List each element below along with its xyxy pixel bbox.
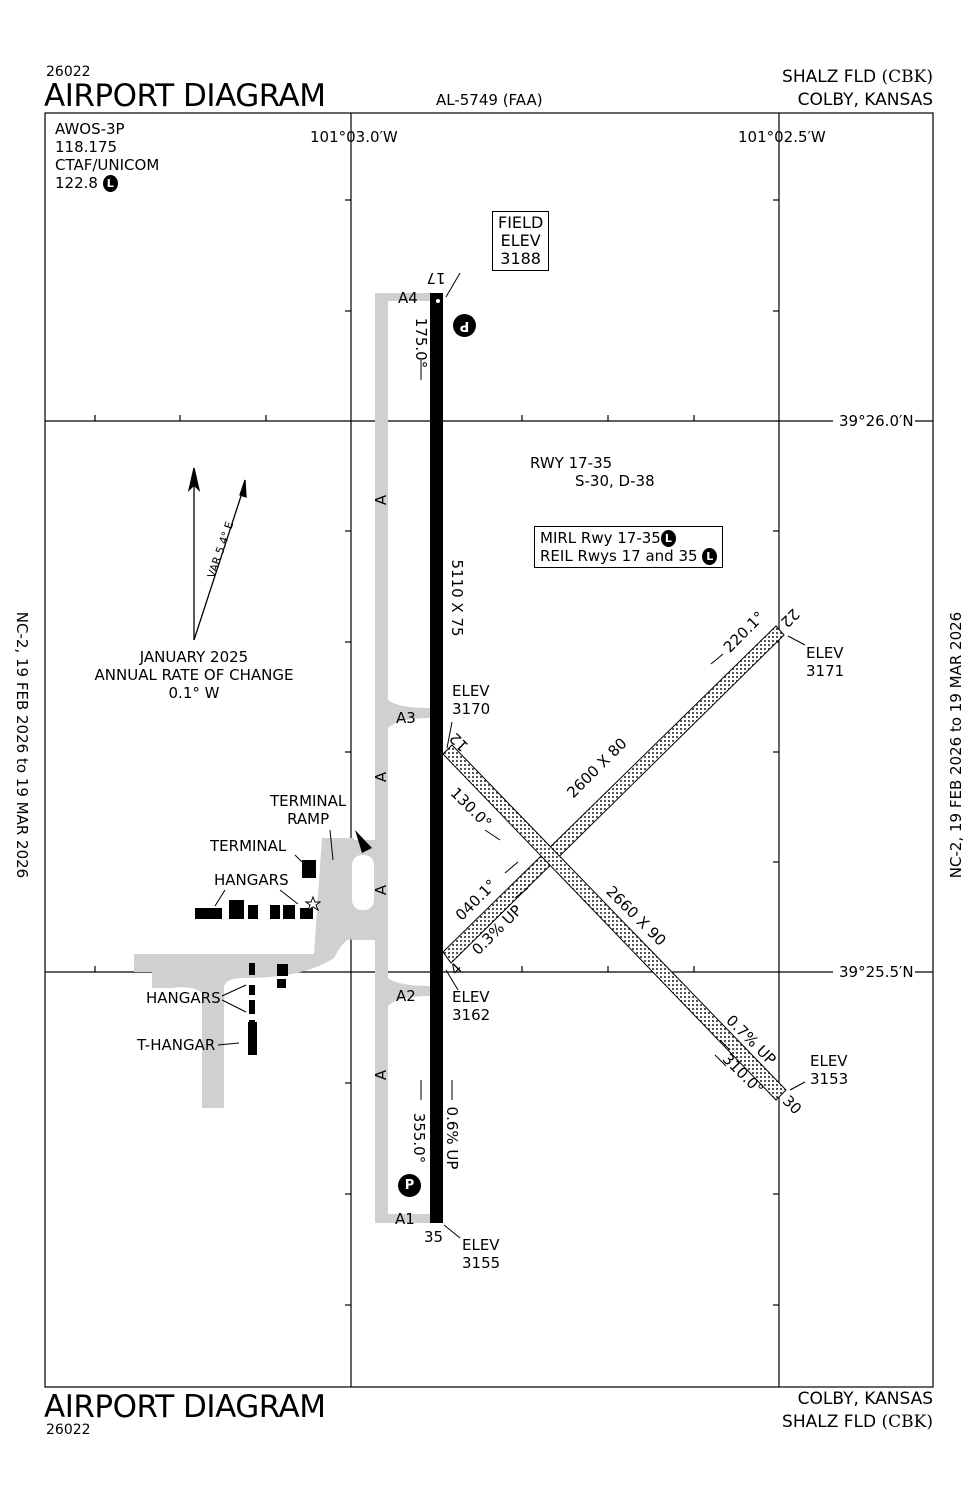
elev-value: 3162: [452, 1006, 491, 1024]
runway-4-22: [442, 625, 785, 964]
runway-17-35: [430, 293, 443, 1223]
taxiway-a2: A2: [396, 987, 416, 1005]
lighting-l-icon: L: [660, 530, 676, 547]
field-elev-line2: ELEV: [500, 231, 541, 250]
chart-number: 26022: [46, 64, 91, 80]
footer-location: COLBY, KANSAS: [797, 1389, 933, 1409]
effective-dates-right: NC-2, 19 FEB 2026 to 19 MAR 2026: [947, 611, 965, 879]
comms-block: AWOS-3P 118.175 CTAF/UNICOM 122.8 L: [55, 120, 159, 192]
hangars-south-label: HANGARS: [146, 989, 221, 1007]
terminal-ramp-line2: RAMP: [287, 810, 330, 828]
elev-value: 3171: [806, 662, 845, 680]
hot-spot-p-icon: P: [398, 1174, 421, 1197]
ctaf-label: CTAF/UNICOM: [55, 156, 160, 174]
lighting-l-icon: L: [702, 548, 718, 565]
footer-airport-name-text: SHALZ FLD: [782, 1412, 877, 1432]
chart-frame: [44, 112, 934, 1388]
airport-beacon-icon: [304, 895, 322, 912]
procedure-id: AL-5749 (FAA): [436, 91, 543, 109]
elev-label: ELEV: [806, 644, 844, 662]
effective-dates-left: NC-2, 19 FEB 2026 to 19 MAR 2026: [13, 611, 31, 879]
taxiway-a-label: A: [372, 1069, 390, 1081]
elev-value: 3155: [462, 1254, 501, 1272]
airport-name: SHALZ FLD (CBK): [782, 68, 933, 86]
elev-label: ELEV: [452, 682, 490, 700]
taxiways-and-ramp: [134, 293, 433, 1223]
taxiway-a-label: A: [372, 771, 390, 783]
airport-name-text: SHALZ FLD: [782, 67, 877, 87]
elev-value: 3153: [810, 1070, 849, 1088]
lat-lon-grid: [45, 113, 933, 1387]
wind-cone-icon: [355, 830, 372, 853]
taxiway-a-label: A: [372, 884, 390, 896]
awos-label: AWOS-3P: [55, 120, 125, 138]
footer-airport-id: (CBK): [881, 1412, 933, 1432]
runway-heading-175: 175.0°: [412, 317, 430, 369]
terminal-label: TERMINAL: [210, 837, 287, 855]
field-elev-line1: FIELD: [498, 213, 544, 232]
reil-text: REIL Rwys 17 and 35: [540, 547, 698, 565]
runway-17-35-strength: S-30, D-38: [575, 472, 655, 490]
latitude-south: 39°25.5′N: [839, 963, 914, 981]
airport-id: (CBK): [881, 67, 933, 87]
runway-end-35: 35: [424, 1228, 444, 1246]
elev-value: 3170: [452, 700, 491, 718]
runway-17-35-dimensions: 5110 X 75: [448, 559, 466, 637]
footer-title: AIRPORT DIAGRAM: [44, 1389, 326, 1425]
elev-label: ELEV: [452, 988, 490, 1006]
runway-17-35-gradient: 0.6% UP: [443, 1106, 461, 1170]
magnetic-rate: 0.1° W: [168, 684, 220, 702]
ctaf-frequency: 122.8 L: [55, 174, 159, 192]
ctaf-frequency-text: 122.8: [55, 174, 98, 192]
field-elevation-box: FIELD ELEV 3188: [492, 211, 550, 271]
runway-12-30: [442, 744, 787, 1101]
field-elevation: 3188: [500, 249, 541, 268]
latitude-north: 39°26.0′N: [839, 412, 914, 430]
taxiway-a4: A4: [398, 289, 418, 307]
magnetic-rate-label: ANNUAL RATE OF CHANGE: [94, 666, 294, 684]
runway-heading-355: 355.0°: [410, 1112, 428, 1164]
taxiway-a-label: A: [372, 494, 390, 506]
taxiway-a3: A3: [396, 709, 416, 727]
lighting-l-icon: L: [102, 175, 118, 192]
north-arrow-icon: [187, 467, 247, 641]
location: COLBY, KANSAS: [797, 90, 933, 110]
elev-label: ELEV: [462, 1236, 500, 1254]
page-title: AIRPORT DIAGRAM: [44, 78, 326, 114]
buildings: [195, 860, 316, 1055]
hangars-north-label: HANGARS: [214, 871, 289, 889]
t-hangar-label: T-HANGAR: [137, 1036, 216, 1054]
mirl-text: MIRL Rwy 17-35: [540, 529, 661, 547]
runway-17-35-name: RWY 17-35: [530, 454, 613, 472]
taxiway-a1: A1: [395, 1210, 415, 1228]
longitude-east: 101°02.5′W: [738, 128, 826, 146]
footer-chart-number: 26022: [46, 1422, 91, 1438]
magnetic-rate-block: JANUARY 2025 ANNUAL RATE OF CHANGE 0.1° …: [95, 648, 294, 702]
footer-airport-name: SHALZ FLD (CBK): [782, 1413, 933, 1431]
infield-cutouts: [352, 855, 374, 910]
leader-lines: [214, 272, 806, 1239]
awos-frequency: 118.175: [55, 138, 118, 156]
hot-spot-p-icon: P: [453, 314, 476, 337]
magnetic-date: JANUARY 2025: [139, 648, 249, 666]
runway-end-17: 17: [426, 269, 446, 287]
terminal-ramp-line1: TERMINAL: [270, 792, 347, 810]
reil: REIL Rwys 17 and 35 L: [540, 547, 718, 565]
longitude-west: 101°03.0′W: [310, 128, 398, 146]
elev-label: ELEV: [810, 1052, 848, 1070]
